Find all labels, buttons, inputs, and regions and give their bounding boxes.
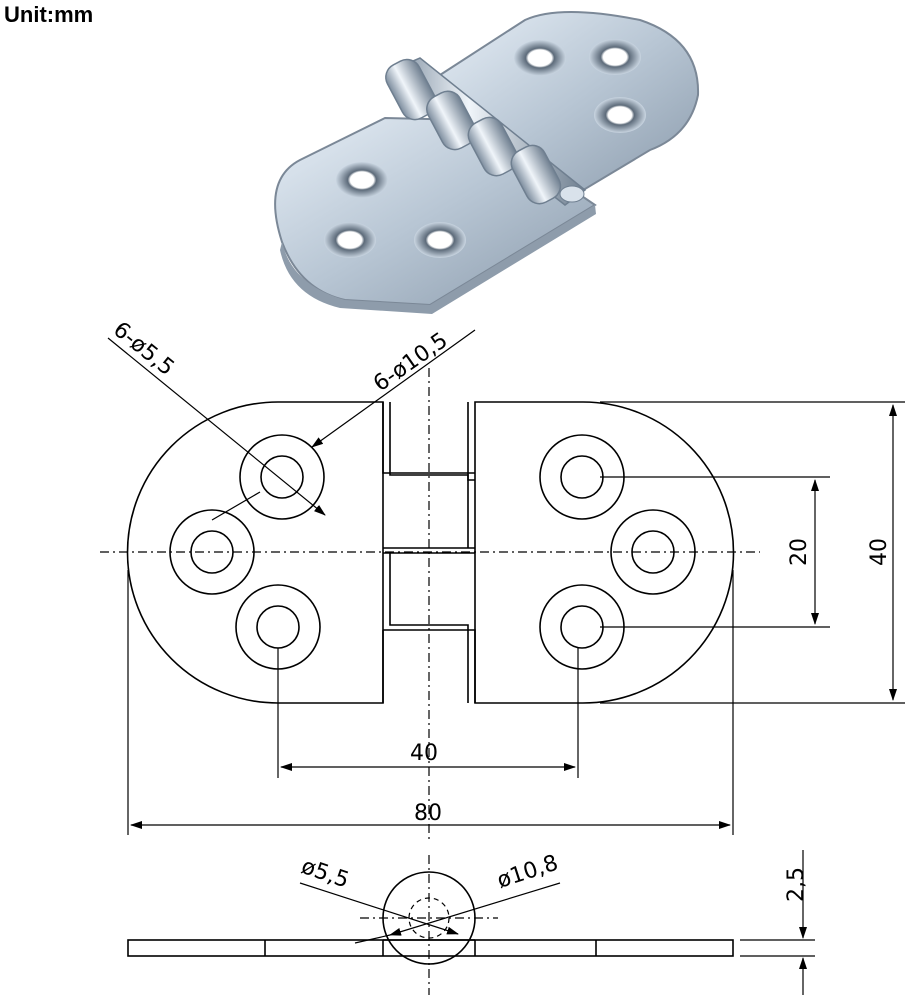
hinge-knuckle — [385, 57, 587, 206]
label-hole-spacing-horizontal: 40 — [410, 741, 438, 766]
label-knuckle-diameter: ø10,8 — [494, 851, 561, 894]
unit-label: Unit:mm — [4, 2, 94, 27]
left-leaf-outline — [126, 401, 384, 704]
knuckle-edge — [382, 402, 475, 474]
label-small-holes: 6-ø5,5 — [108, 317, 178, 381]
label-pin-diameter: ø5,5 — [298, 854, 352, 893]
label-large-holes: 6-ø10,5 — [369, 328, 452, 397]
side-leaf-bar — [127, 939, 734, 957]
label-hole-spacing-vertical: 20 — [787, 538, 812, 566]
label-thickness: 2,5 — [784, 867, 809, 902]
label-overall-height: 40 — [867, 538, 892, 566]
top-view: 6-ø5,5 6-ø10,5 20 40 40 80 — [100, 317, 905, 840]
label-overall-length: 80 — [414, 801, 442, 826]
side-view: ø5,5 ø10,8 2,5 — [127, 850, 815, 995]
right-leaf-outline — [474, 401, 735, 704]
hinge-photo — [274, 11, 700, 314]
photo-holes — [324, 39, 646, 258]
